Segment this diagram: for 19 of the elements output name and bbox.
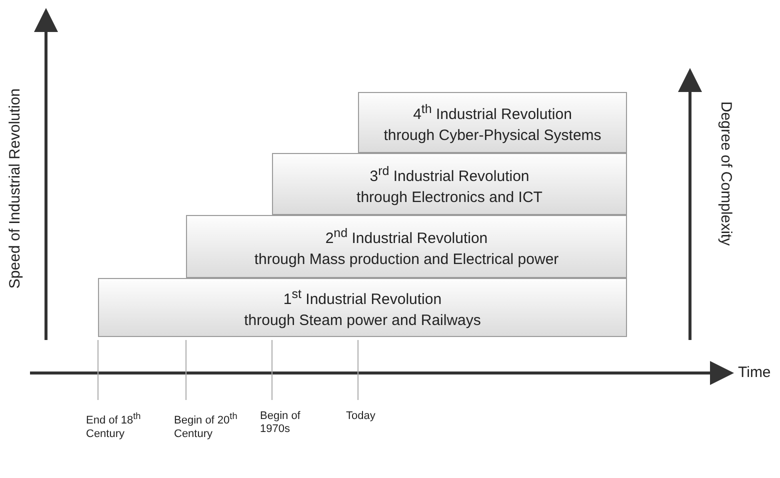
tick-label: Today — [346, 410, 376, 423]
revolution-step-box — [358, 92, 627, 153]
tick-label: Begin of 20$^{th}$ Century — [174, 410, 238, 441]
revolution-step-box — [186, 215, 627, 278]
tick-label: End of 18$^{th}$ Century — [86, 410, 142, 441]
step-heading: 3$^{rd}$ Industrial Revolution — [370, 162, 530, 186]
step-description: through Cyber-Physical Systems — [384, 126, 602, 146]
step-heading: 2$^{nd}$ Industrial Revolution — [325, 225, 488, 249]
revolution-step-box — [98, 278, 627, 337]
axis-title: Time — [738, 364, 771, 381]
axis-title: Degree of Complexity — [718, 100, 734, 248]
step-description: through Electronics and ICT — [356, 188, 542, 208]
step-description: through Steam power and Railways — [244, 311, 481, 331]
revolution-step-box — [272, 153, 627, 215]
tick-label: Begin of 1970s — [260, 410, 302, 436]
step-heading: 4$^{th}$ Industrial Revolution — [413, 101, 572, 125]
step-heading: 1$^{st}$ Industrial Revolution — [283, 286, 442, 310]
step-description: through Mass production and Electrical power — [254, 250, 559, 270]
axis-title: Speed of Industrial Revolution — [6, 87, 24, 291]
